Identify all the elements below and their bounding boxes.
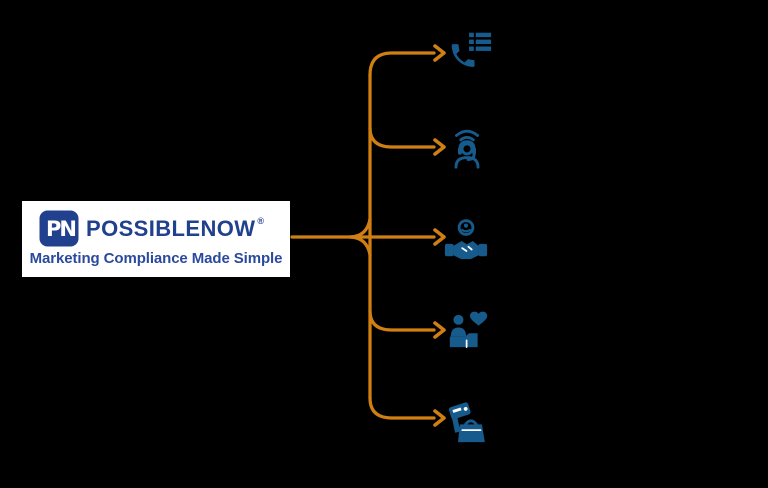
handshake-trust-icon bbox=[444, 219, 488, 260]
node-handshake-trust bbox=[443, 215, 489, 265]
possiblenow-monogram-icon: PN bbox=[39, 210, 79, 246]
registered-trademark: ® bbox=[257, 215, 265, 226]
svg-text:PN: PN bbox=[46, 217, 75, 241]
node-phone-contact-list bbox=[447, 24, 493, 74]
logo-row: PN POSSIBLENOW® bbox=[39, 209, 290, 247]
node-headset-agent bbox=[444, 122, 490, 172]
hand-card-shopping-icon bbox=[448, 402, 485, 443]
customer-heart-icon bbox=[449, 311, 488, 348]
brand-now: NOW bbox=[200, 215, 256, 241]
phone-contact-list-icon bbox=[451, 32, 492, 67]
brand-wordmark: POSSIBLENOW® bbox=[86, 215, 265, 241]
headset-agent-wireless-icon bbox=[454, 129, 480, 169]
logo-tagline: Marketing Compliance Made Simple bbox=[29, 250, 283, 267]
possiblenow-logo-card: PN POSSIBLENOW® Marketing Compliance Mad… bbox=[22, 201, 290, 277]
node-customer-heart bbox=[446, 302, 492, 352]
node-hand-card-shopping bbox=[446, 396, 492, 446]
brand-possible: POSSIBLE bbox=[86, 215, 201, 241]
